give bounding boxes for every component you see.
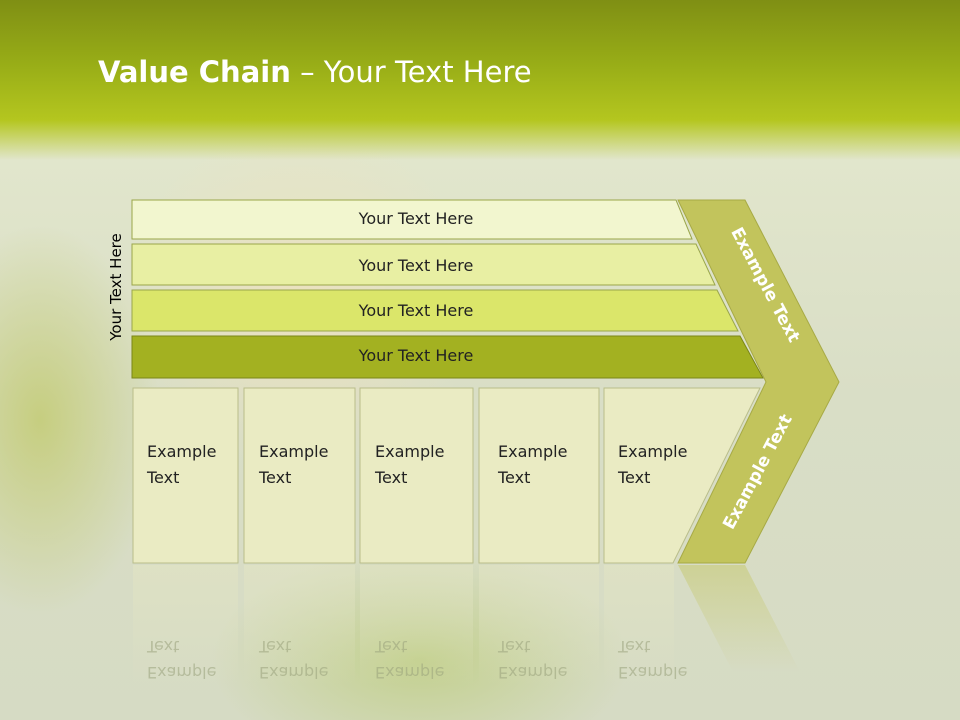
reflection-text-4-line1: Example (498, 663, 568, 682)
reflection-area: Example Text Example Text Example Text E… (0, 565, 960, 720)
reflection-text-5-line1: Example (618, 663, 688, 682)
column-reflection-2 (244, 565, 355, 685)
page-title: Value Chain – Your Text Here (98, 55, 532, 89)
bar-label-4: Your Text Here (358, 346, 474, 365)
column-text-1-line1: Example (147, 442, 217, 461)
title-bold: Value Chain (98, 55, 291, 89)
reflection-text-2: Example (259, 659, 359, 685)
column-reflection-1 (133, 565, 238, 685)
column-text-2-line1: Example (259, 442, 329, 461)
column-reflection-3 (360, 565, 473, 685)
column-text-3: Example Text (375, 439, 475, 491)
column-box-3 (359, 387, 474, 564)
header-band (0, 0, 960, 160)
reflection-text-2-line1: Example (259, 663, 329, 682)
column-box-5 (603, 387, 761, 564)
column-text-4-line2: Text (498, 468, 531, 487)
chevron-arrow (677, 199, 840, 564)
column-text-5: Example Text (618, 439, 718, 491)
reflection-text-2b: Text (259, 633, 359, 659)
bar-label-3: Your Text Here (358, 301, 474, 320)
column-text-3-line1: Example (375, 442, 445, 461)
column-reflection-4 (479, 565, 599, 685)
bar-1 (131, 199, 693, 240)
column-box-4 (478, 387, 600, 564)
reflection-text-4-line2: Text (498, 637, 531, 656)
column-text-1: Example Text (147, 439, 247, 491)
reflection-text-4b: Text (498, 633, 598, 659)
reflection-text-3-line2: Text (375, 637, 408, 656)
column-text-3-line2: Text (375, 468, 408, 487)
reflection-text-4: Example (498, 659, 598, 685)
column-text-2-line2: Text (259, 468, 292, 487)
chevron-reflection (678, 565, 800, 672)
reflection-text-1: Example (147, 659, 247, 685)
reflection-text-3b: Text (375, 633, 475, 659)
bar-4 (131, 335, 764, 379)
column-text-1-line2: Text (147, 468, 180, 487)
reflection-text-5b: Text (618, 633, 718, 659)
column-text-4: Example Text (498, 439, 598, 491)
column-box-2 (243, 387, 356, 564)
bar-label-2: Your Text Here (358, 256, 474, 275)
column-box-1 (132, 387, 239, 564)
reflection-text-5: Example (618, 659, 718, 685)
reflection-text-5-line2: Text (618, 637, 651, 656)
reflection-text-1-line2: Text (147, 637, 180, 656)
column-text-4-line1: Example (498, 442, 568, 461)
column-text-2: Example Text (259, 439, 359, 491)
title-rest: – Your Text Here (290, 55, 532, 89)
reflection-text-1b: Text (147, 633, 247, 659)
reflection-text-1-line1: Example (147, 663, 217, 682)
column-text-5-line1: Example (618, 442, 688, 461)
reflection-text-3-line1: Example (375, 663, 445, 682)
column-reflection-5 (604, 565, 674, 685)
reflection-text-3: Example (375, 659, 475, 685)
bar-label-1: Your Text Here (358, 209, 474, 228)
bar-3 (131, 289, 739, 332)
column-text-5-line2: Text (618, 468, 651, 487)
bar-2 (131, 243, 716, 286)
reflection-text-2-line2: Text (259, 637, 292, 656)
